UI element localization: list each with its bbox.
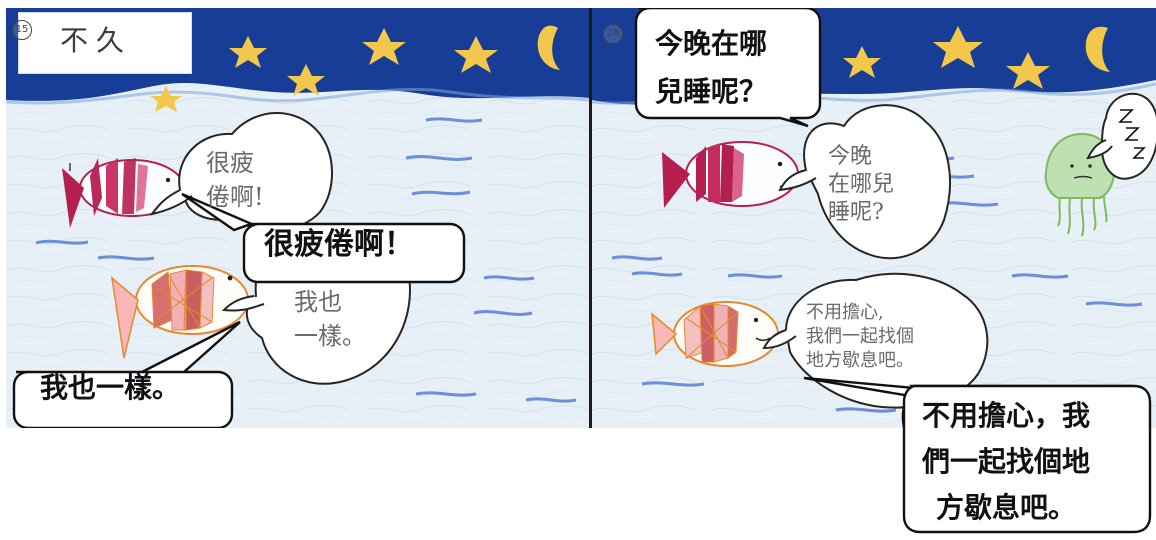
- star: [933, 26, 983, 68]
- star: [229, 36, 267, 68]
- orange-fish: [651, 301, 779, 367]
- callout-box-2: [12, 320, 241, 428]
- callout-text-1: 很疲倦啊！: [264, 227, 414, 262]
- orange-fish-tail: [110, 276, 139, 359]
- sky-edge: [6, 87, 590, 105]
- stars: [843, 26, 1050, 89]
- red-fish-tail: [662, 152, 690, 208]
- thought-bubble-3-text: 今晚 在哪兒 睡呢?: [828, 144, 895, 225]
- blue-waves: [35, 117, 577, 403]
- callout-text-2: 我也一樣。: [40, 371, 181, 404]
- callout-text-4: 不用擔心，我 們一起找個地 方歇息吧。: [922, 399, 1091, 524]
- panel-1: [6, 8, 590, 428]
- thought-bubble-4: [784, 272, 989, 409]
- orange-fish: [110, 265, 249, 359]
- callout-box-3: [634, 8, 822, 128]
- sleep-thought-bubble: [1086, 92, 1156, 180]
- left-callouts: [12, 192, 466, 428]
- thought-bubble-3: [803, 104, 951, 260]
- red-fish-tail: [62, 168, 84, 228]
- star: [1006, 52, 1050, 89]
- panel-number-2: 28: [603, 24, 623, 44]
- right-thought-bubbles: [762, 104, 989, 409]
- moon-icon: [537, 25, 560, 70]
- star: [454, 36, 498, 73]
- thought-bubble-4-text: 不用擔心, 我們一起找個 地方歇息吧。: [806, 302, 914, 371]
- red-fish: [662, 141, 799, 208]
- caption-text: 不久: [60, 24, 133, 57]
- star: [287, 64, 325, 96]
- callout-text-3: 今晚在哪 兒睡呢？: [655, 27, 768, 108]
- star: [843, 46, 881, 78]
- panel-1-illustration: [6, 8, 590, 428]
- panel-number-1: 15: [12, 20, 32, 40]
- orange-fish-tail: [651, 312, 678, 356]
- thought-bubble-2-text: 我也 一樣。: [294, 288, 366, 350]
- moon-icon: [1085, 26, 1110, 72]
- panel-divider: [589, 8, 592, 428]
- thought-bubble-1-text: 很疲 倦啊!: [206, 149, 264, 211]
- star: [150, 86, 182, 112]
- star: [362, 28, 406, 65]
- callout-box-1: [181, 192, 466, 284]
- stars: [150, 28, 498, 112]
- caption-box: [18, 12, 192, 74]
